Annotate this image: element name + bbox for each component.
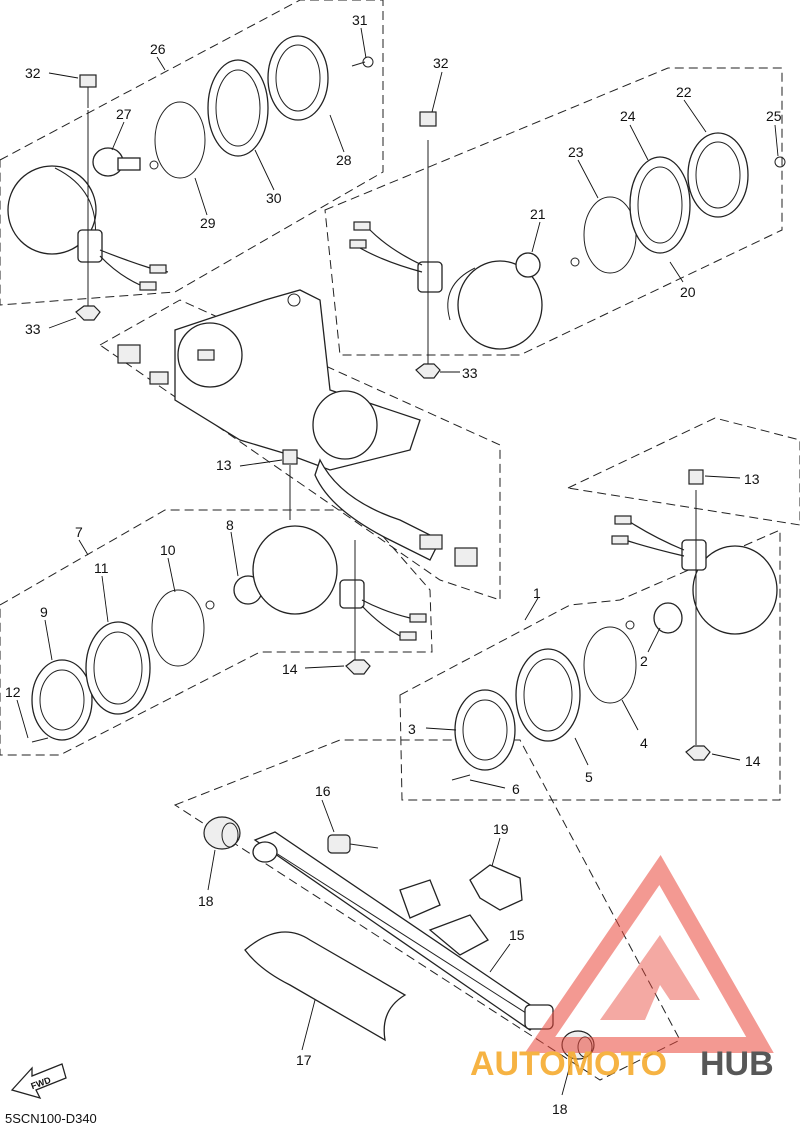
callout-3: 3 xyxy=(408,721,416,737)
bolt-32-right xyxy=(419,111,437,127)
rim-24 xyxy=(629,156,691,254)
callout-32-left: 32 xyxy=(25,65,41,81)
callout-14-right: 14 xyxy=(745,753,761,769)
callout-29: 29 xyxy=(200,215,216,231)
nut-33-right xyxy=(415,363,441,379)
callout-9: 9 xyxy=(40,604,48,620)
diagram-code: 5SCN100-D340 xyxy=(5,1111,97,1126)
lens-28 xyxy=(267,35,329,121)
callout-33-right: 33 xyxy=(462,365,478,381)
clamp-19 xyxy=(399,864,523,956)
callout-27: 27 xyxy=(116,106,132,122)
cover-17 xyxy=(244,931,407,1042)
rim-30 xyxy=(207,59,269,157)
callout-28: 28 xyxy=(336,152,352,168)
bolt-16 xyxy=(327,834,379,854)
gasket-23 xyxy=(583,196,637,274)
callout-31: 31 xyxy=(352,12,368,28)
lens-housing-part xyxy=(692,545,778,635)
callout-17: 17 xyxy=(296,1052,312,1068)
callout-13-left: 13 xyxy=(216,457,232,473)
callout-1: 1 xyxy=(533,585,541,601)
callout-22: 22 xyxy=(676,84,692,100)
lens-3 xyxy=(454,689,516,771)
callout-4: 4 xyxy=(640,735,648,751)
rim-11 xyxy=(85,621,151,715)
callout-15: 15 xyxy=(509,927,525,943)
nut-14-right xyxy=(685,745,711,761)
group-box-26 xyxy=(0,0,384,306)
fwd-arrow-icon xyxy=(10,1063,67,1100)
group-box-lower xyxy=(173,739,681,1081)
turn-signal-assembly-20 xyxy=(349,111,786,379)
callout-6: 6 xyxy=(512,781,520,797)
bolt-32-left xyxy=(79,74,97,88)
callout-14-left: 14 xyxy=(282,661,298,677)
lens-9 xyxy=(31,659,93,741)
callout-33-left: 33 xyxy=(25,321,41,337)
turn-signal-assembly-1 xyxy=(451,469,778,781)
callout-26: 26 xyxy=(150,41,166,57)
grommet-18-left xyxy=(203,816,241,850)
automotohub-watermark: AUTOMOTO HUB xyxy=(470,854,774,1083)
bolt-13-right xyxy=(688,469,704,485)
mount-stem xyxy=(77,229,103,263)
callout-21: 21 xyxy=(530,206,546,222)
watermark-text-hub: HUB xyxy=(700,1045,774,1083)
callout-7: 7 xyxy=(75,524,83,540)
group-box-7 xyxy=(0,509,433,756)
nut-33-left xyxy=(75,305,101,321)
signal-stay-bar-15 xyxy=(252,831,554,1031)
callout-30: 30 xyxy=(266,190,282,206)
gasket-29 xyxy=(154,101,206,179)
nut-14-left xyxy=(345,659,371,675)
lens-22 xyxy=(687,132,749,218)
callout-25: 25 xyxy=(766,108,782,124)
lens-housing-part xyxy=(457,260,543,350)
lens-housing-part xyxy=(252,525,338,615)
gasket-10 xyxy=(151,589,205,667)
watermark-text-automoto: AUTOMOTO xyxy=(470,1045,667,1083)
leader-lines xyxy=(16,27,779,1096)
callout-10: 10 xyxy=(160,542,176,558)
callout-12: 12 xyxy=(5,684,21,700)
group-box-20 xyxy=(324,67,783,356)
bulb-2 xyxy=(653,602,683,634)
gasket-4 xyxy=(583,626,637,704)
callout-19: 19 xyxy=(493,821,509,837)
callout-18-left: 18 xyxy=(198,893,214,909)
turn-signal-assembly-26 xyxy=(7,35,374,321)
bolt-13-left xyxy=(282,449,298,465)
group-box-bracket xyxy=(99,299,501,601)
group-box-13 xyxy=(566,417,800,526)
callout-24: 24 xyxy=(620,108,636,124)
callout-2: 2 xyxy=(640,653,648,669)
callout-32-right: 32 xyxy=(433,55,449,71)
group-box-1 xyxy=(399,529,781,801)
callout-labels: 1 2 3 4 5 6 7 8 9 10 11 12 13 13 14 14 1… xyxy=(5,12,782,1117)
callout-5: 5 xyxy=(585,769,593,785)
callout-11: 11 xyxy=(94,560,109,576)
turn-signal-assembly-7 xyxy=(31,525,427,743)
callout-18-right: 18 xyxy=(552,1101,568,1117)
callout-13-right: 13 xyxy=(744,471,760,487)
callout-8: 8 xyxy=(226,517,234,533)
signal-mount-bracket xyxy=(117,289,478,567)
callout-16: 16 xyxy=(315,783,331,799)
callout-23: 23 xyxy=(568,144,584,160)
rim-5 xyxy=(515,648,581,742)
triangle-logo-icon xyxy=(524,854,774,1053)
fwd-direction-arrow: FWD xyxy=(10,1063,67,1100)
bulb-21 xyxy=(515,252,541,278)
lens-housing-part xyxy=(7,165,97,255)
callout-20: 20 xyxy=(680,284,696,300)
